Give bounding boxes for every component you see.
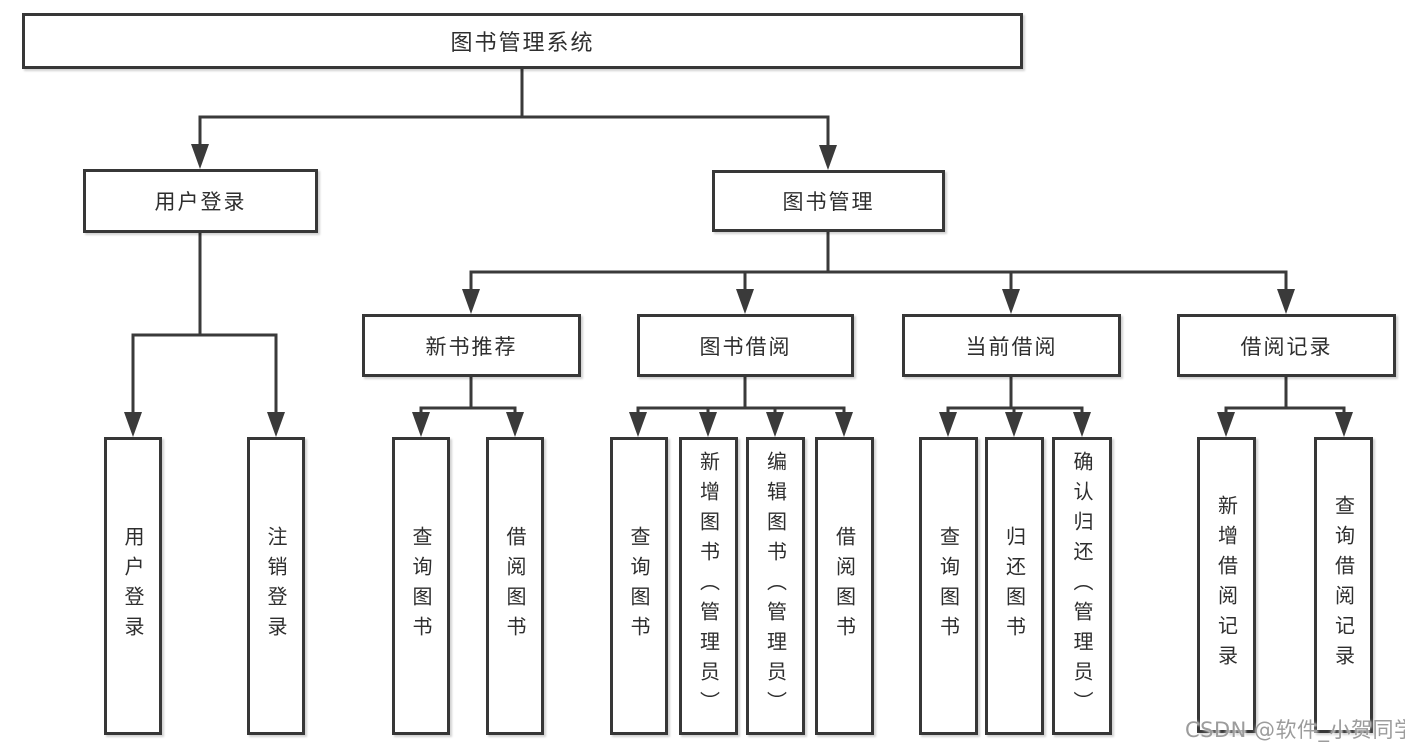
node-label: 新书推荐: [425, 334, 518, 359]
node-library-system: 图书管理系统: [22, 13, 1023, 69]
leaf-query-books-recommend: 查询图书: [392, 437, 450, 735]
leaf-confirm-return-admin: 确认归还（管理员）: [1052, 437, 1112, 735]
arrow-head-icon: [629, 412, 647, 437]
watermark: CSDN @软件_小贺同学: [1185, 718, 1405, 742]
node-label: 图书管理系统: [450, 31, 595, 56]
node-book-borrow: 图书借阅: [637, 314, 854, 377]
leaf-query-books: 查询图书: [610, 437, 668, 735]
node-label: 图书管理: [782, 190, 875, 214]
leaf-query-books-current: 查询图书: [919, 437, 978, 735]
arrow-head-icon: [939, 412, 957, 437]
node-new-book-recommend: 新书推荐: [362, 314, 581, 377]
arrow-head-icon: [412, 412, 430, 437]
leaf-logout: 注销登录: [247, 437, 305, 735]
node-label: 查询图书: [936, 526, 961, 646]
node-label: 确认归还（管理员）: [1070, 451, 1094, 721]
leaf-user-login: 用户登录: [104, 437, 162, 735]
arrow-head-icon: [1005, 412, 1023, 437]
leaf-return-books: 归还图书: [985, 437, 1044, 735]
arrow-head-icon: [819, 145, 837, 170]
arrow-head-icon: [1335, 412, 1353, 437]
node-user-login: 用户登录: [83, 169, 318, 233]
arrow-head-icon: [766, 412, 784, 437]
arrow-head-icon: [736, 289, 754, 314]
node-label: 当前借阅: [965, 334, 1058, 359]
arrow-head-icon: [267, 412, 285, 437]
arrow-head-icon: [462, 289, 480, 314]
node-label: 查询图书: [627, 526, 651, 646]
node-label: 借阅图书: [503, 526, 527, 646]
leaf-add-books-admin: 新增图书（管理员）: [679, 437, 738, 735]
arrow-head-icon: [506, 412, 524, 437]
leaf-borrow-books: 借阅图书: [815, 437, 874, 735]
node-book-management: 图书管理: [712, 170, 945, 232]
node-borrow-records: 借阅记录: [1177, 314, 1396, 377]
arrow-head-icon: [1073, 412, 1091, 437]
leaf-borrow-books-recommend: 借阅图书: [486, 437, 544, 735]
node-label: 用户登录: [121, 526, 145, 646]
arrow-head-icon: [1002, 289, 1020, 314]
node-label: 注销登录: [264, 526, 288, 646]
node-label: 新增借阅记录: [1214, 495, 1239, 675]
node-label: 图书借阅: [699, 334, 792, 359]
arrow-head-icon: [699, 412, 717, 437]
node-label: 借阅图书: [832, 526, 857, 646]
arrow-head-icon: [124, 412, 142, 437]
arrow-head-icon: [1217, 412, 1235, 437]
node-label: 查询图书: [409, 526, 433, 646]
leaf-edit-books-admin: 编辑图书（管理员）: [746, 437, 805, 735]
node-label: 用户登录: [154, 190, 247, 214]
node-label: 新增图书（管理员）: [696, 451, 721, 721]
leaf-add-borrow-record: 新增借阅记录: [1197, 437, 1256, 733]
leaf-query-borrow-record: 查询借阅记录: [1314, 437, 1373, 733]
arrow-head-icon: [191, 144, 209, 169]
node-current-borrow: 当前借阅: [902, 314, 1121, 377]
node-label: 归还图书: [1002, 526, 1027, 646]
node-label: 编辑图书（管理员）: [763, 451, 788, 721]
arrow-head-icon: [1277, 289, 1295, 314]
arrow-head-icon: [835, 412, 853, 437]
node-label: 查询借阅记录: [1331, 495, 1356, 675]
node-label: 借阅记录: [1240, 334, 1333, 359]
